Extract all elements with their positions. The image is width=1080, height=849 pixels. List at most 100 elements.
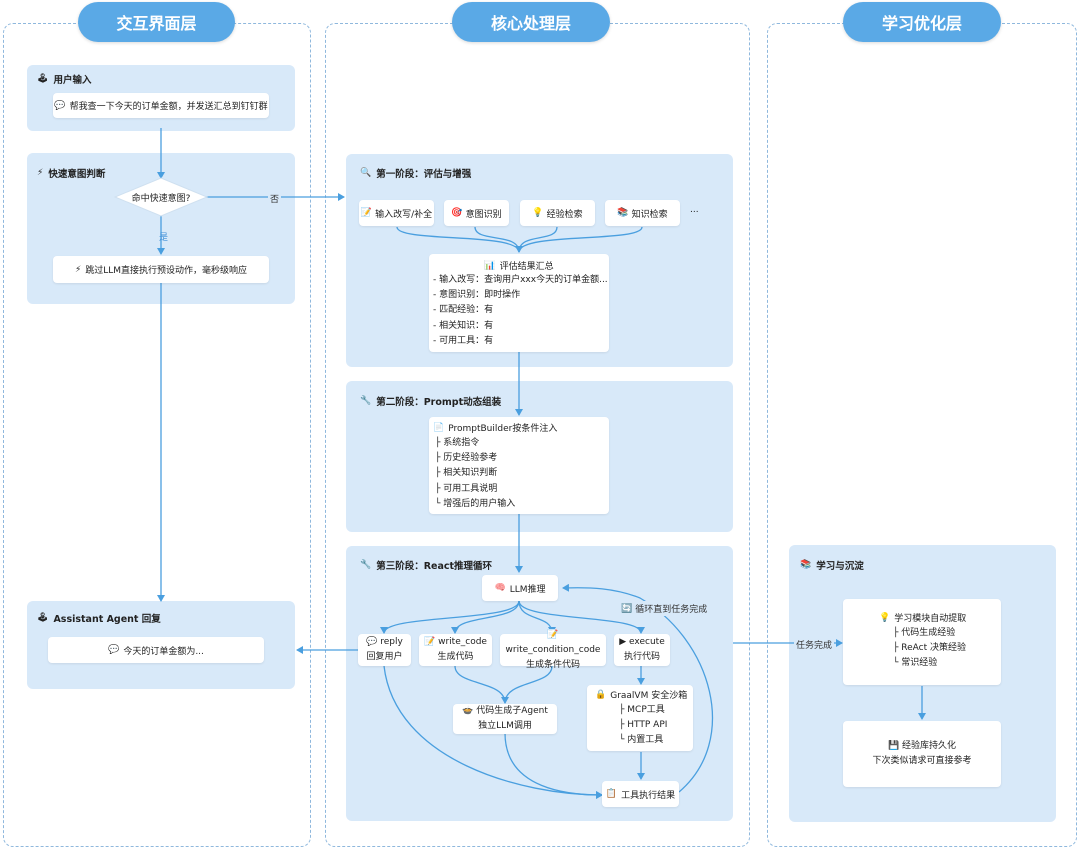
no-label: 否: [268, 191, 282, 206]
action-write-code: 📝 write_code 生成代码: [419, 634, 492, 666]
bar-chart-icon: 📊: [484, 260, 496, 271]
persist-desc: 下次类似请求可直接参考: [872, 756, 972, 766]
column-title-core: 核心处理层: [452, 2, 610, 42]
magnifier-icon: 🔍: [360, 168, 372, 178]
action-name-text: reply: [380, 637, 403, 647]
reply-title-text: Assistant Agent 回复: [53, 614, 161, 625]
action-desc: 生成代码: [437, 652, 474, 662]
sandbox-title: 🔒 GraalVM 安全沙箱: [595, 688, 688, 702]
play-icon: ▶: [619, 637, 627, 647]
speech-bubble-icon: 💬: [54, 100, 66, 111]
extract-card: 💡 学习模块自动提取 ├ 代码生成经验 ├ ReAct 决策经验 └ 常识经验: [843, 599, 1001, 685]
task-label: 经验检索: [546, 209, 583, 220]
sandbox-line: └ 内置工具: [619, 735, 664, 746]
reply-title: 🕹 Assistant Agent 回复: [37, 611, 161, 625]
joystick-icon: 🕹: [37, 613, 49, 623]
document-icon: 📄: [433, 422, 445, 433]
user-message-text: 帮我查一下今天的订单金额，并发送汇总到钉钉群: [69, 102, 268, 112]
stage1-title: 🔍 第一阶段：评估与增强: [360, 166, 471, 180]
clipboard-icon: 📋: [605, 789, 618, 799]
builder-title: 📄 PromptBuilder按条件注入: [433, 421, 558, 435]
learning-title-text: 学习与沉淀: [816, 561, 864, 572]
extract-title: 💡 学习模块自动提取: [879, 611, 967, 625]
persist-title-text: 经验库持久化: [902, 741, 957, 751]
task-label: 意图识别: [465, 209, 502, 220]
extract-line: ├ 代码生成经验: [893, 628, 956, 638]
lightning-icon: ⚡: [74, 264, 82, 275]
summary-line: - 匹配经验：有: [433, 305, 494, 316]
extract-line: └ 常识经验: [893, 658, 938, 669]
action-name-text: write_code: [438, 637, 487, 647]
loop-label: 🔄 循环直到任务完成: [619, 601, 710, 616]
subagent-title-text: 代码生成子Agent: [476, 706, 548, 716]
action-name-text: execute: [629, 637, 665, 647]
user-message-card: 💬 帮我查一下今天的订单金额，并发送汇总到钉钉群: [53, 93, 269, 118]
action-write-condition-code: 📝 write_condition_code 生成条件代码: [500, 630, 606, 670]
summary-line: - 输入改写：查询用户xxx今天的订单金额...: [433, 275, 608, 285]
fast-intent-title: ⚡ 快速意图判断: [37, 166, 105, 180]
prompt-builder-card: 📄 PromptBuilder按条件注入 ├ 系统指令 ├ 历史经验参考 ├ 相…: [429, 417, 609, 514]
llm-reasoning-card: 🧠 LLM推理: [482, 575, 558, 601]
loop-label-text: 循环直到任务完成: [635, 605, 708, 615]
joystick-icon: 🕹: [37, 74, 49, 84]
action-name: 💬 reply: [366, 635, 403, 650]
memo-icon: 📝: [547, 629, 559, 640]
builder-line: ├ 可用工具说明: [435, 483, 498, 494]
action-name: 📝 write_condition_code: [500, 628, 606, 658]
action-name-text: write_condition_code: [505, 644, 601, 655]
wrench-icon: 🔧: [360, 560, 372, 570]
subagent-card: 🍲 代码生成子Agent 独立LLM调用: [453, 704, 557, 734]
memo-icon: 📝: [360, 208, 373, 218]
more-ellipsis: ...: [690, 205, 699, 215]
extract-line: ├ ReAct 决策经验: [893, 643, 967, 654]
lightbulb-icon: 💡: [532, 208, 544, 218]
action-desc: 执行代码: [623, 652, 660, 662]
floppy-disk-icon: 💾: [887, 741, 900, 751]
builder-title-text: PromptBuilder按条件注入: [448, 424, 558, 434]
builder-line: ├ 相关知识判断: [435, 468, 498, 479]
user-input-title: 🕹 用户输入: [37, 72, 91, 86]
action-execute: ▶ execute 执行代码: [614, 634, 670, 666]
books-icon: 📚: [800, 560, 812, 570]
sandbox-line: ├ MCP工具: [619, 705, 665, 715]
sandbox-title-text: GraalVM 安全沙箱: [610, 691, 688, 701]
summary-title-text: 评估结果汇总: [499, 262, 554, 272]
tool-result-card: 📋 工具执行结果: [602, 781, 679, 807]
skip-llm-card: ⚡ 跳过LLM直接执行预设动作，毫秒级响应: [53, 256, 269, 283]
wrench-icon: 🔧: [360, 396, 372, 406]
learning-title: 📚 学习与沉淀: [800, 558, 864, 572]
builder-line: └ 增强后的用户输入: [435, 498, 516, 509]
lock-icon: 🔒: [595, 689, 607, 700]
speech-bubble-icon: 💬: [108, 645, 120, 655]
brain-icon: 🧠: [494, 583, 506, 593]
task-intent: 🎯 意图识别: [444, 200, 509, 226]
action-reply: 💬 reply 回复用户: [358, 634, 411, 666]
subagent-desc: 独立LLM调用: [478, 721, 532, 731]
persist-title: 💾 经验库持久化: [888, 739, 956, 754]
action-desc: 生成条件代码: [525, 659, 580, 670]
summary-line: - 意图识别：即时操作: [433, 290, 521, 301]
summary-line: - 可用工具：有: [433, 335, 494, 346]
extract-title-text: 学习模块自动提取: [894, 614, 967, 624]
subagent-title: 🍲 代码生成子Agent: [462, 704, 548, 719]
extract-lines: ├ 代码生成经验 ├ ReAct 决策经验 └ 常识经验: [893, 626, 966, 672]
task-complete-label: 任务完成: [794, 637, 835, 652]
stage2-title-text: 第二阶段：Prompt动态组装: [376, 397, 502, 408]
task-label: 输入改写/补全: [375, 209, 433, 220]
target-icon: 🎯: [451, 208, 463, 218]
lightning-icon: ⚡: [37, 168, 44, 178]
stage3-title: 🔧 第三阶段：React推理循环: [360, 558, 492, 572]
user-input-title-text: 用户输入: [53, 75, 92, 86]
decision-text: 命中快速意图?: [131, 193, 191, 204]
llm-label: LLM推理: [509, 584, 546, 595]
action-name: 📝 write_code: [424, 635, 487, 650]
sandbox-card: 🔒 GraalVM 安全沙箱 ├ MCP工具 ├ HTTP API └ 内置工具: [587, 685, 693, 751]
tool-result-text: 工具执行结果: [621, 790, 676, 801]
stage3-title-text: 第三阶段：React推理循环: [376, 561, 493, 572]
column-title-interaction: 交互界面层: [78, 2, 235, 42]
lightbulb-icon: 💡: [879, 612, 891, 623]
builder-lines: ├ 系统指令 ├ 历史经验参考 ├ 相关知识判断 ├ 可用工具说明 └ 增强后的…: [435, 436, 515, 512]
reply-message-text: 今天的订单金额为...: [123, 646, 204, 657]
summary-card: 📊 评估结果汇总 - 输入改写：查询用户xxx今天的订单金额... - 意图识别…: [429, 254, 609, 352]
